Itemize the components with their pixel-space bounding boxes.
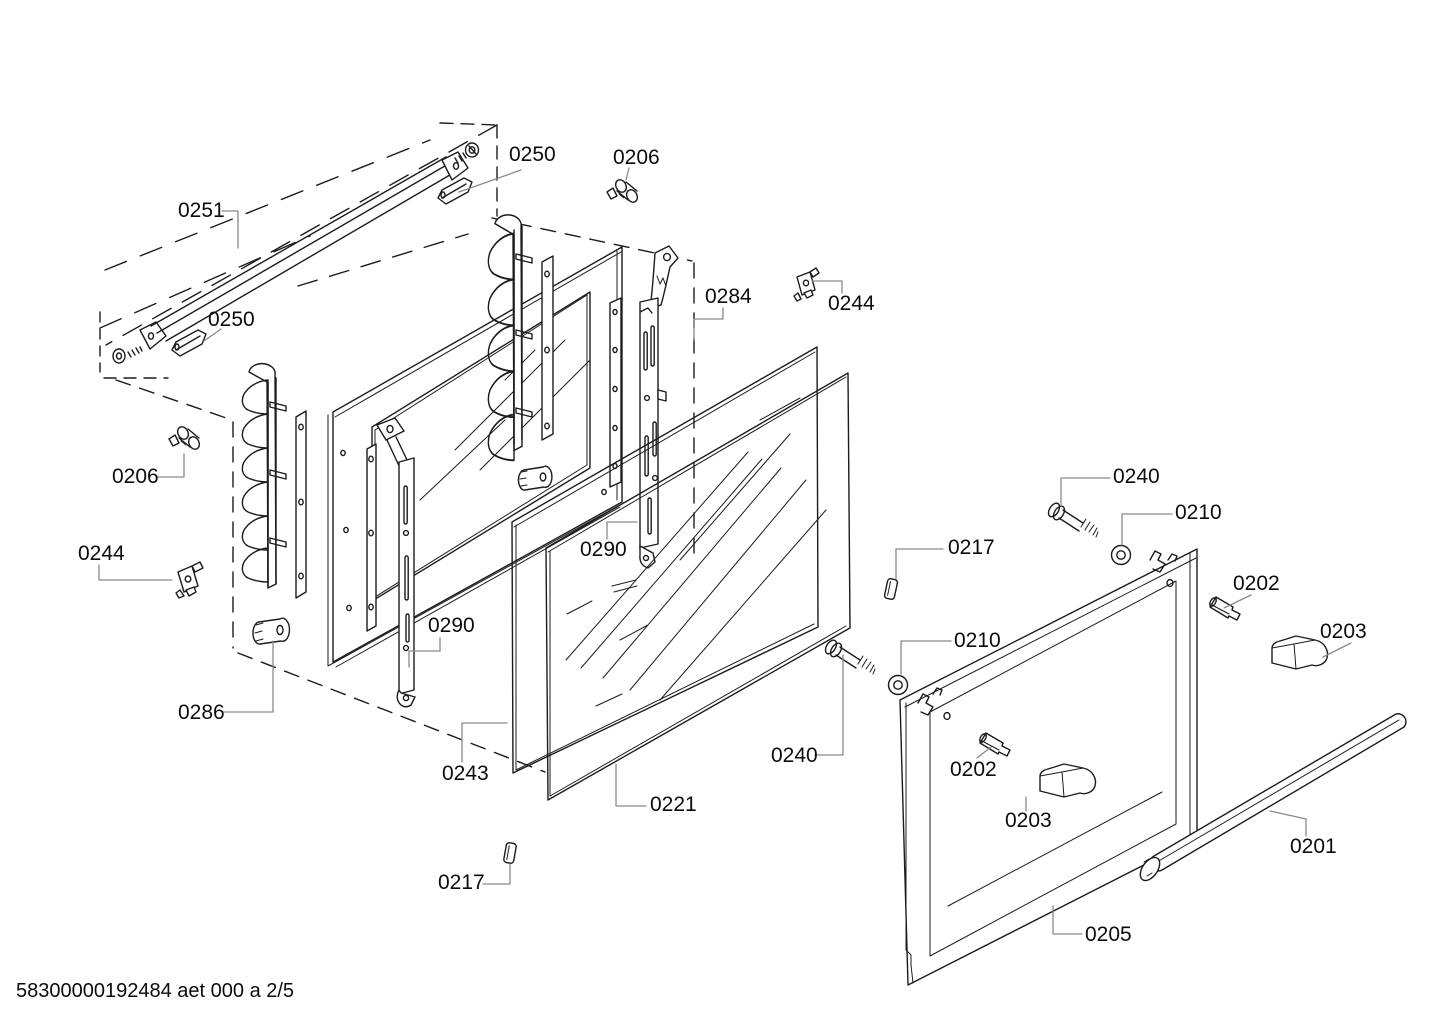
ghost-outline [99, 122, 695, 773]
bracket-0244-left [175, 561, 204, 599]
screw-right [454, 142, 480, 164]
leader-0243 [461, 722, 508, 763]
hinge-slot-left-2 [932, 687, 943, 696]
leader-0244-left [98, 564, 173, 581]
screw-strip-3 [541, 255, 554, 441]
part-label-0251: 0251 [178, 199, 225, 222]
part-label-0250-left: 0250 [208, 308, 255, 331]
leader-0251 [221, 210, 239, 249]
screw-strip-2 [366, 443, 377, 632]
glass-panel-0243 [511, 346, 819, 774]
part-label-0210-top: 0210 [1175, 501, 1222, 524]
leader-0290-left [408, 637, 441, 668]
roller-center [517, 465, 553, 491]
cap-0203-bottom [1039, 763, 1097, 798]
bolt-0240-top [1047, 502, 1099, 538]
part-label-0202-bottom: 0202 [950, 758, 997, 781]
screw-left [112, 346, 143, 364]
leader-0221 [615, 763, 647, 807]
part-label-0240-bottom: 0240 [771, 744, 818, 767]
inner-door-frame-0284 [168, 214, 679, 708]
bolt-0240-bottom [824, 639, 876, 675]
hinge-slot-right [1149, 550, 1166, 573]
screw-strip-4 [609, 297, 622, 488]
outer-door-panel-0205 [899, 548, 1198, 986]
part-label-0286: 0286 [178, 701, 225, 724]
leader-0286 [221, 640, 274, 713]
part-label-0201: 0201 [1290, 835, 1337, 858]
document-code: 58300000192484 aet 000 a 2/5 [16, 980, 294, 1002]
clip-0206-left [168, 426, 201, 450]
hinge-slot-right-2 [1167, 553, 1178, 562]
part-label-0240-top: 0240 [1113, 465, 1160, 488]
glass-reflections [565, 397, 827, 707]
spacer-0250-left [171, 329, 207, 357]
fin-strip-right [487, 214, 533, 462]
part-label-0290-left: 0290 [428, 614, 475, 637]
cap-0203-top [1271, 635, 1329, 670]
grommet-0210-bottom [887, 674, 909, 696]
leader-0290-center [606, 521, 638, 540]
part-label-0250-top: 0250 [509, 143, 556, 166]
bracket-0244-top [793, 267, 820, 302]
leader-0250-left [203, 328, 222, 342]
hinge-arm-left-0290 [376, 417, 416, 708]
part-label-0244-left: 0244 [78, 542, 125, 565]
leader-0284 [693, 307, 724, 341]
door-handle-0201 [1139, 713, 1407, 882]
pin-0202-top [1209, 596, 1241, 621]
screw-strip-1 [295, 410, 307, 599]
leader-0203-top [1322, 642, 1352, 658]
leader-0206-top [625, 167, 630, 181]
leader-0210-bottom [900, 640, 952, 675]
glass-panel-0221 [545, 372, 851, 801]
leader-0201 [1269, 810, 1307, 837]
leader-0202-top [1223, 594, 1252, 609]
clip-0206-top [606, 179, 639, 203]
window-reflections [419, 339, 591, 501]
pin-0217-left [503, 842, 517, 864]
leader-0240-bottom [814, 654, 844, 756]
part-label-0205: 0205 [1085, 923, 1132, 946]
leader-0217-left [482, 863, 511, 885]
grommet-0210-top [1110, 544, 1132, 566]
part-label-0203-bottom: 0203 [1005, 809, 1052, 832]
part-label-0244-top: 0244 [828, 292, 875, 315]
leader-0217-right [895, 548, 944, 580]
part-label-0203-top: 0203 [1320, 620, 1367, 643]
rail-bar [150, 156, 456, 342]
part-label-0217-right: 0217 [948, 536, 995, 559]
rail-assembly-0251 [112, 142, 639, 364]
part-label-0221: 0221 [650, 793, 697, 816]
leader-0240-top [1060, 477, 1111, 507]
roller-0286 [252, 617, 291, 645]
part-label-0290-center: 0290 [580, 538, 627, 561]
part-label-0206-left: 0206 [112, 465, 159, 488]
pin-0202-bottom [979, 732, 1011, 757]
leader-0244-top [811, 280, 843, 294]
pin-0217-right [883, 578, 899, 600]
rail-end-plate-right [441, 151, 469, 181]
part-label-0210-bottom: 0210 [954, 629, 1001, 652]
part-label-0243: 0243 [442, 762, 489, 785]
part-label-0217-left: 0217 [438, 871, 485, 894]
leader-0206-left [155, 453, 185, 478]
part-label-0206-top: 0206 [613, 146, 660, 169]
leader-0210-top [1121, 513, 1173, 546]
leader-0250-top [458, 169, 522, 193]
leader-0205 [1052, 905, 1083, 935]
fin-strip-left [241, 362, 287, 589]
leader-0202-bottom [976, 746, 992, 759]
part-label-0284: 0284 [705, 285, 752, 308]
spacer-0250-right [437, 177, 473, 205]
hinge-slot-left [917, 693, 934, 716]
part-label-0202-top: 0202 [1233, 572, 1280, 595]
